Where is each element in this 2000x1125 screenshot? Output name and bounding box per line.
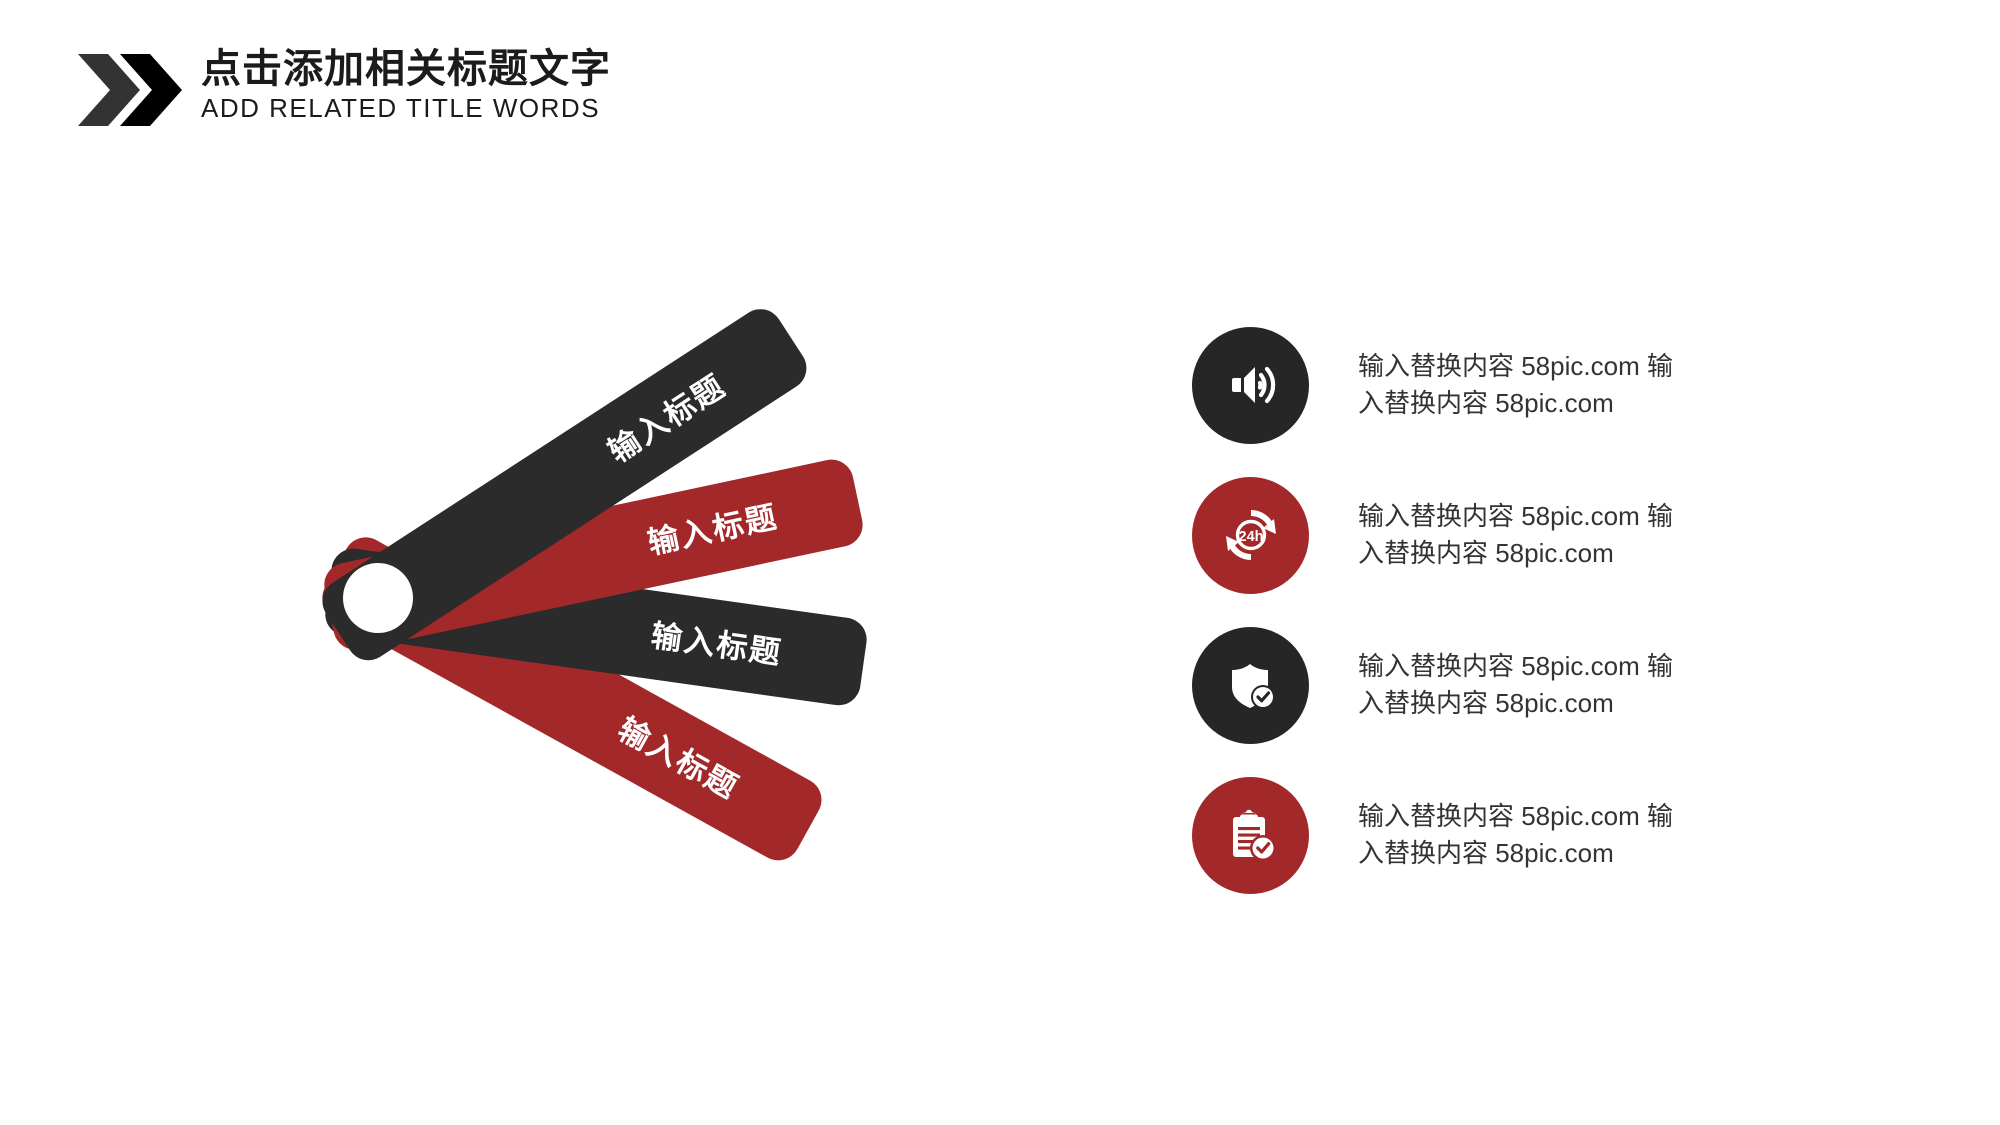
list-item-text: 输入替换内容 58pic.com 输入替换内容 58pic.com <box>1358 351 1673 418</box>
list-item-text: 输入替换内容 58pic.com 输入替换内容 58pic.com <box>1358 801 1673 868</box>
list-item-text: 输入替换内容 58pic.com 输入替换内容 58pic.com <box>1358 501 1673 568</box>
fan-pivot-hole <box>343 563 413 633</box>
page-subtitle: ADD RELATED TITLE WORDS <box>201 93 601 124</box>
list-item-text: 输入替换内容 58pic.com 输入替换内容 58pic.com <box>1358 651 1673 718</box>
list-item[interactable]: 输入替换内容 58pic.com 输入替换内容 58pic.com <box>1192 310 1932 460</box>
list-item[interactable]: 输入替换内容 58pic.com 输入替换内容 58pic.com <box>1192 610 1932 760</box>
speaker-volume-icon[interactable] <box>1192 326 1309 444</box>
slide-header: 点击添加相关标题文字 ADD RELATED TITLE WORDS <box>78 47 611 126</box>
list-item[interactable]: 24h 输入替换内容 58pic.com 输入替换内容 58pic.com <box>1192 460 1932 610</box>
double-chevron-icon <box>78 54 183 126</box>
24h-label: 24h <box>1238 529 1263 545</box>
header-text-block: 点击添加相关标题文字 ADD RELATED TITLE WORDS <box>201 47 611 124</box>
shield-check-icon[interactable] <box>1192 626 1309 744</box>
page-title: 点击添加相关标题文字 <box>201 47 611 91</box>
list-item[interactable]: 输入替换内容 58pic.com 输入替换内容 58pic.com <box>1192 760 1932 910</box>
24h-refresh-icon[interactable]: 24h <box>1192 476 1309 594</box>
clipboard-check-icon[interactable] <box>1192 776 1309 894</box>
fan-blades-diagram: 输入标题 输入标题 输入标题 输入标题 <box>230 250 990 870</box>
feature-list: 输入替换内容 58pic.com 输入替换内容 58pic.com 24h 输入… <box>1192 310 1932 910</box>
